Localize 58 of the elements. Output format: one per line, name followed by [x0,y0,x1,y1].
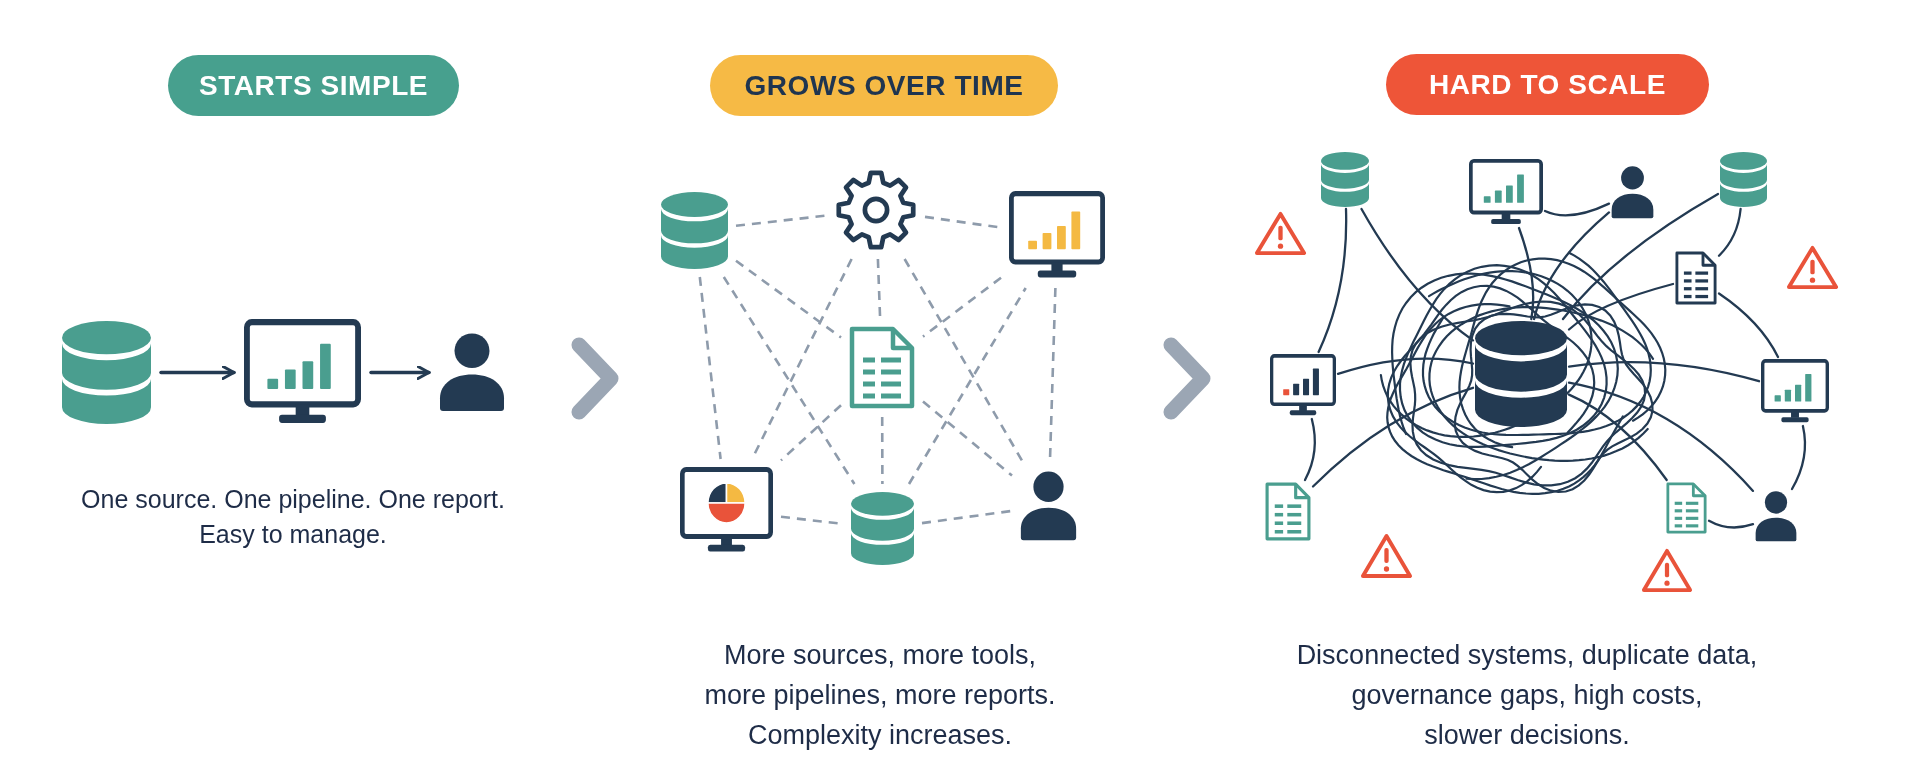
pie-chart-monitor-icon [680,467,773,554]
curved-line [1317,207,1348,354]
stage-pill: STARTS SIMPLE [168,55,459,116]
stage-caption: More sources, more tools, more pipelines, more reports. Complexity increases. [703,639,1057,752]
curved-line [1567,361,1761,383]
bar-chart-monitor-icon [1469,159,1543,226]
person-icon [1020,471,1077,541]
bar-chart-monitor-icon [1009,191,1105,280]
bar-chart-monitor-icon [1761,359,1829,424]
curved-line [1517,226,1535,321]
person-icon [439,333,505,412]
curved-line [1311,386,1475,488]
stage-caption: One source. One pipeline. One report. Easy to manage. [80,484,506,550]
curved-line [1532,211,1611,321]
database-icon [661,192,728,269]
stage-caption: Disconnected systems, duplicate data, governance gaps, high costs, slower decisions. [1295,639,1759,752]
dashed-line [907,287,1027,485]
curved-line [1707,519,1755,529]
dashed-line [735,259,842,339]
dashed-line [735,214,828,228]
curved-line [1543,202,1611,217]
curved-line [1790,424,1807,491]
document-icon [1265,482,1311,541]
stage-pill: GROWS OVER TIME [710,55,1058,116]
dashed-line [876,258,882,319]
document-icon [849,326,915,409]
person-icon [1755,491,1797,542]
dashed-line [922,276,1002,338]
dashed-line [921,509,1013,525]
curved-line [1303,417,1316,482]
stage-pill: HARD TO SCALE [1386,54,1709,115]
document-icon [1675,251,1717,305]
curved-line [1717,292,1780,359]
curved-line [1336,357,1475,376]
dashed-line [698,276,722,460]
dashed-line [922,400,1013,477]
database-icon [851,492,914,565]
gear-icon [835,169,917,251]
bar-chart-monitor-icon [244,319,361,426]
person-icon [1611,166,1654,219]
curved-line [1561,192,1720,321]
arrow [369,365,431,380]
dashed-line [722,276,856,485]
database-icon [1475,321,1567,427]
database-icon [62,321,151,424]
database-icon [1720,152,1767,207]
document-icon [1666,482,1707,534]
curved-line [1360,207,1475,342]
dashed-line [903,258,1025,464]
curved-line [1567,282,1675,331]
curved-line [1567,381,1755,493]
database-icon [1321,152,1369,207]
arrow [159,365,236,380]
curved-line [1717,207,1742,257]
curved-line [1567,393,1668,482]
bar-chart-monitor-icon [1270,354,1336,417]
dashed-line [780,404,842,462]
dashed-line [880,417,884,484]
